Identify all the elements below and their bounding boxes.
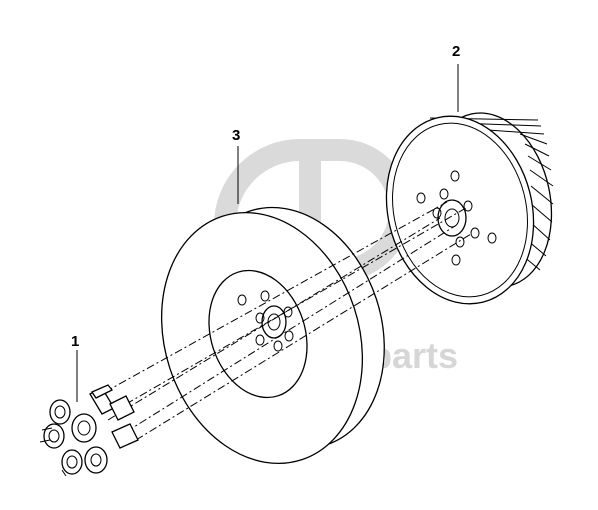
bolt-head — [61, 449, 83, 475]
part-pulley — [385, 112, 554, 305]
callout-3: 3 — [232, 127, 240, 144]
bolt — [109, 395, 135, 421]
callout-leaders — [76, 64, 459, 402]
bolt — [111, 423, 139, 449]
bolt-head — [43, 423, 65, 449]
bolt-head — [49, 399, 71, 425]
part-bolts — [39, 384, 139, 477]
bolt — [89, 384, 115, 415]
alignment-lines — [104, 201, 472, 441]
callout-1: 1 — [71, 333, 79, 350]
callout-2: 2 — [452, 43, 460, 60]
damper-bolt-holes — [237, 290, 294, 352]
bolt-head — [84, 446, 108, 474]
part-damper — [160, 206, 385, 465]
bolt-head — [71, 413, 97, 443]
